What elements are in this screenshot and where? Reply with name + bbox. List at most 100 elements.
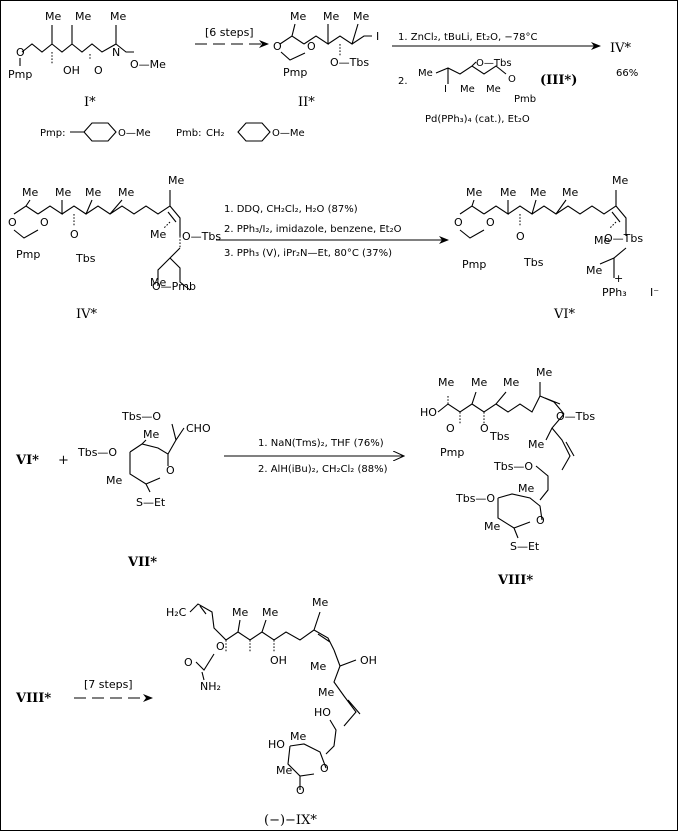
- atom-me: Me: [612, 174, 628, 187]
- compound-IX: H₂C Me Me Me O O NH₂ OH Me OH Me HO Me H…: [166, 596, 377, 828]
- plus-sign: +: [58, 453, 69, 468]
- atom-i: I: [376, 30, 379, 43]
- atom-set: S—Et: [136, 496, 166, 509]
- atom-o: O: [296, 784, 305, 797]
- condition-step-2: 2.: [398, 76, 408, 87]
- atom-o: O: [70, 228, 79, 241]
- pmb-substituent: O—Me: [272, 128, 305, 139]
- atom-set: S—Et: [510, 540, 540, 553]
- atom-me: Me: [471, 376, 487, 389]
- atom-me: Me: [110, 10, 126, 23]
- backbone-bonds: [189, 603, 335, 651]
- condition-step-2: 2. PPh₃/I₂, imidazole, benzene, Et₂O: [224, 224, 402, 235]
- atom-o: O: [446, 422, 455, 435]
- atom-me: Me: [150, 276, 166, 289]
- tail-bonds: [157, 247, 191, 291]
- atom-ho: HO: [268, 738, 285, 751]
- atom-o: O: [16, 46, 25, 59]
- atom-oh: OH: [63, 64, 80, 77]
- pmb-label: Pmb:: [176, 128, 202, 139]
- compound-I: Me Me Me O Pmp OH O N O—Me I*: [8, 10, 166, 110]
- atom-i: I: [444, 84, 447, 95]
- atom-me: Me: [586, 264, 602, 277]
- condition-step-1: 1. DDQ, CH₂Cl₂, H₂O (87%): [224, 204, 358, 215]
- compound-VI: Me Me Me Me Me O O Pmp O Tbs Me O—Tbs Me…: [454, 174, 659, 322]
- arrow-zncl2-coupling: 1. ZnCl₂, tBuLi, Et₂O, −78°C 2. O—Tbs Me…: [392, 32, 601, 125]
- atom-tbs-o: Tbs—O: [493, 460, 533, 473]
- atom-tbs: Tbs: [523, 256, 544, 269]
- atom-me: Me: [594, 234, 610, 247]
- atom-me: Me: [536, 366, 552, 379]
- atom-me: Me: [232, 606, 248, 619]
- atom-me: Me: [168, 174, 184, 187]
- ring-bonds: [287, 743, 327, 790]
- atom-me: Me: [106, 474, 122, 487]
- stereo-bonds: [225, 640, 275, 652]
- charge-plus: +: [614, 272, 623, 285]
- condition-step-2: 2. AlH(iBu)₂, CH₂Cl₂ (88%): [258, 464, 388, 475]
- stereo-bonds: [73, 214, 181, 248]
- atom-me: Me: [518, 482, 534, 495]
- compound-label-IV: IV*: [610, 41, 632, 56]
- atom-me: Me: [466, 186, 482, 199]
- atom-me: Me: [22, 186, 38, 199]
- atom-pmp: Pmp: [16, 248, 40, 261]
- compound-VII: Tbs—O CHO Tbs—O Me O Me S—Et VII*: [77, 410, 211, 570]
- atom-me: Me: [75, 10, 91, 23]
- arrow-wittig: 1. NaN(Tms)₂, THF (76%) 2. AlH(iBu)₂, CH…: [224, 438, 404, 475]
- compound-label-VI: VI*: [553, 307, 576, 322]
- atom-me: Me: [276, 764, 292, 777]
- ring-bonds: [497, 493, 543, 539]
- atom-nh2: NH₂: [200, 680, 221, 693]
- atom-me: Me: [323, 10, 339, 23]
- atom-pmp: Pmp: [283, 66, 307, 79]
- atom-me: Me: [318, 686, 334, 699]
- compound-label-IV: IV*: [76, 307, 98, 322]
- backbone-bonds: [459, 190, 627, 239]
- atom-o: O: [486, 216, 495, 229]
- atom-me: Me: [438, 376, 454, 389]
- atom-o: O: [307, 40, 316, 53]
- atom-me: Me: [312, 596, 328, 609]
- condition-step-1: 1. ZnCl₂, tBuLi, Et₂O, −78°C: [398, 32, 537, 43]
- atom-me: Me: [562, 186, 578, 199]
- atom-oh: OH: [360, 654, 377, 667]
- atom-o: O: [516, 230, 525, 243]
- atom-o-ring: O: [320, 762, 329, 775]
- atom-ho: HO: [314, 706, 331, 719]
- atom-me: Me: [55, 186, 71, 199]
- atom-me: Me: [118, 186, 134, 199]
- arrow-label: [7 steps]: [84, 678, 133, 691]
- iodide-counterion: I⁻: [650, 286, 659, 299]
- atom-opmb: O—Pmb: [152, 280, 196, 293]
- atom-pmb: Pmb: [514, 94, 536, 105]
- arrow-ddq-sequence: 1. DDQ, CH₂Cl₂, H₂O (87%) 2. PPh₃/I₂, im…: [216, 204, 449, 259]
- atom-cho: CHO: [186, 422, 211, 435]
- reactant-VI-ref: VI* +: [15, 453, 69, 468]
- atom-me: Me: [418, 68, 433, 79]
- ring-bonds: [129, 423, 185, 493]
- atom-tbs-o: Tbs—O: [77, 446, 117, 459]
- compound-label-VI: VI*: [15, 453, 39, 468]
- atom-o: O: [454, 216, 463, 229]
- arrow-label: [6 steps]: [205, 26, 254, 39]
- benzene-ring-icon: [237, 122, 271, 142]
- compound-II: Me Me Me I O O Pmp O—Tbs II*: [273, 10, 379, 110]
- atom-otbs: O—Tbs: [182, 230, 221, 243]
- pmp-label: Pmp:: [40, 128, 66, 139]
- atom-me: Me: [143, 428, 159, 441]
- pmp-substituent: O—Me: [118, 128, 151, 139]
- catalyst: Pd(PPh₃)₄ (cat.), Et₂O: [425, 114, 530, 125]
- atom-me: Me: [528, 438, 544, 451]
- atom-otbs: O—Tbs: [556, 410, 595, 423]
- atom-me: Me: [150, 228, 166, 241]
- backbone-bonds: [13, 190, 181, 239]
- backbone-bonds: [437, 382, 565, 415]
- product-IV-ref: IV* 66%: [610, 41, 638, 79]
- tail-bonds: [599, 247, 627, 278]
- atom-me: Me: [310, 660, 326, 673]
- atom-me: Me: [530, 186, 546, 199]
- linker-bonds: [535, 465, 549, 501]
- atom-otbs: O—Tbs: [330, 56, 369, 69]
- compound-label-II: II*: [298, 95, 315, 110]
